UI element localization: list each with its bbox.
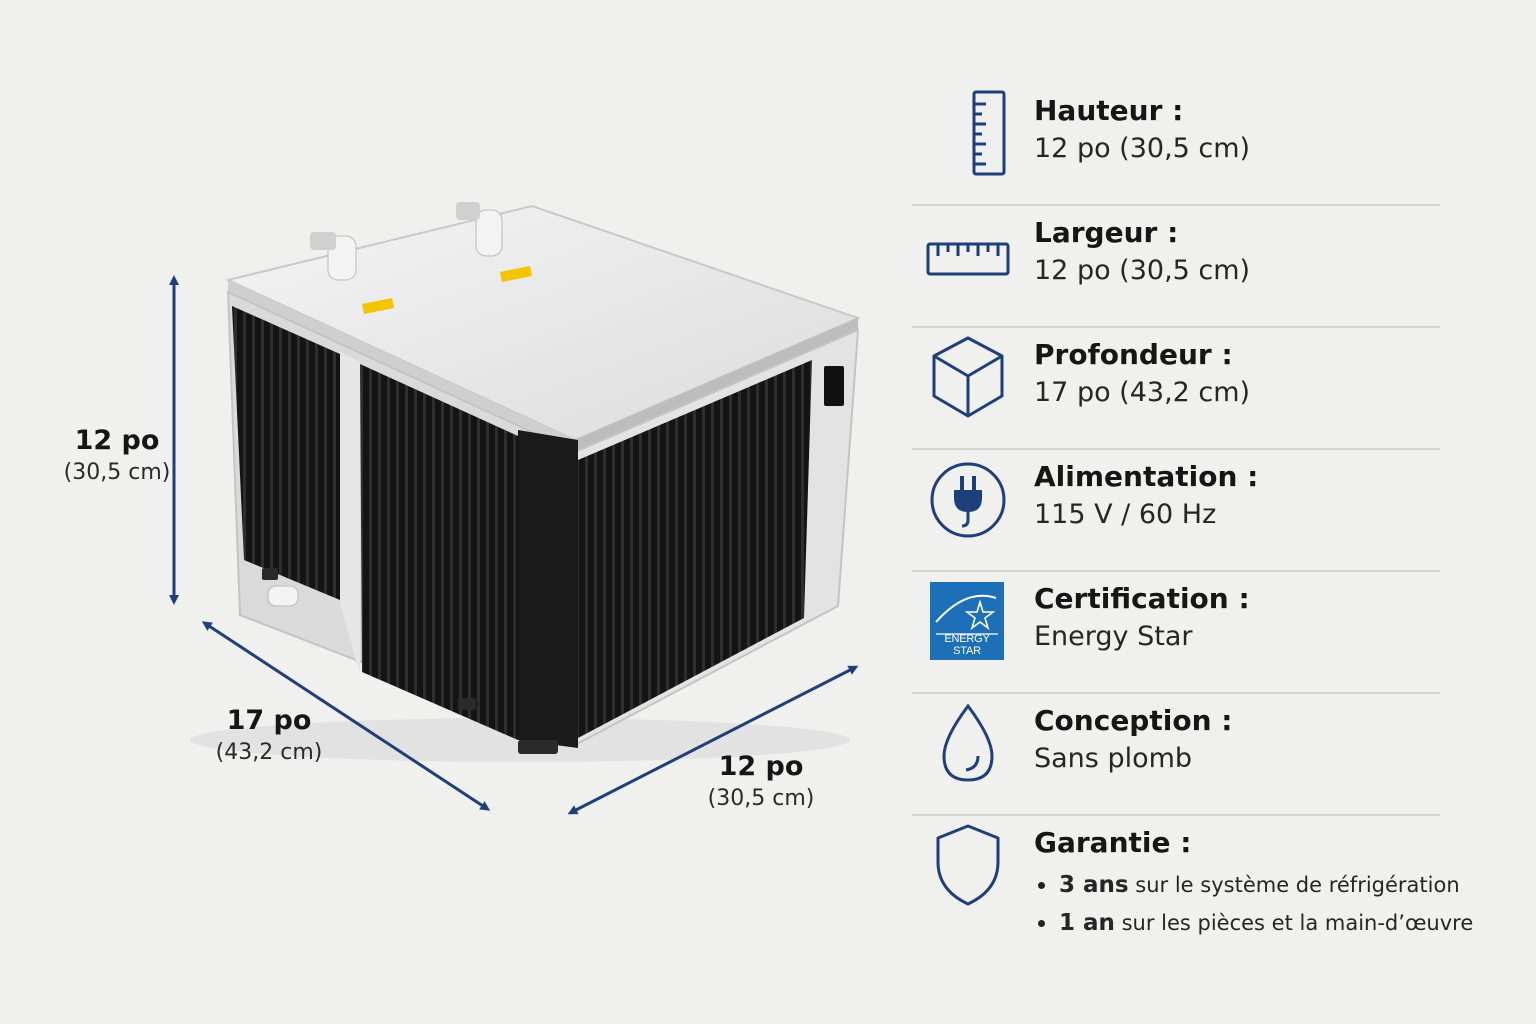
- height-dimension-sub: (30,5 cm): [63, 460, 171, 485]
- warranty-item: 3 ans sur le système de réfrigération: [1034, 866, 1473, 904]
- ruler-horizontal-icon: [926, 210, 1010, 300]
- spec-title-design: Conception :: [1034, 704, 1233, 737]
- warranty-item-text: sur les pièces et la main-d’œuvre: [1114, 911, 1474, 935]
- spec-value-design: Sans plomb: [1034, 743, 1193, 774]
- spec-title-warranty: Garantie :: [1034, 826, 1192, 859]
- height-dimension-label: 12 po (30,5 cm): [52, 424, 182, 488]
- shield-icon: [926, 820, 1010, 910]
- spec-value-power: 115 V / 60 Hz: [1034, 499, 1217, 530]
- spec-title-depth: Profondeur :: [1034, 338, 1233, 371]
- spec-value-height: 12 po (30,5 cm): [1034, 133, 1251, 164]
- warranty-item: 1 an sur les pièces et la main-d’œuvre: [1034, 904, 1473, 942]
- cube-icon: [926, 332, 1010, 422]
- spec-row-design: Conception : Sans plomb: [912, 694, 1440, 816]
- spec-title-width: Largeur :: [1034, 216, 1179, 249]
- depth-dimension-main: 17 po: [226, 705, 312, 736]
- height-dimension-main: 12 po: [74, 425, 160, 456]
- energy-star-logo-text: ENERGY STAR: [944, 633, 990, 657]
- width-dimension-label: 12 po (30,5 cm): [696, 750, 826, 814]
- spec-row-warranty: Garantie : 3 ans sur le système de réfri…: [912, 816, 1473, 976]
- energy-star-logo: ENERGY STAR: [930, 582, 1004, 660]
- plug-icon: [926, 454, 1010, 544]
- warranty-item-text: sur le système de réfrigération: [1128, 873, 1460, 897]
- warranty-item-duration: 3 ans: [1059, 872, 1129, 898]
- depth-dimension-sub: (43,2 cm): [215, 740, 323, 765]
- spec-title-power: Alimentation :: [1034, 460, 1259, 493]
- spec-list: Hauteur : 12 po (30,5 cm) Largeur : 12 p…: [912, 84, 1473, 976]
- spec-row-height: Hauteur : 12 po (30,5 cm): [912, 84, 1440, 206]
- warranty-list: 3 ans sur le système de réfrigération 1 …: [1034, 866, 1473, 942]
- ruler-vertical-icon: [926, 88, 1010, 178]
- spec-row-depth: Profondeur : 17 po (43,2 cm): [912, 328, 1440, 450]
- spec-title-height: Hauteur :: [1034, 94, 1184, 127]
- spec-row-width: Largeur : 12 po (30,5 cm): [912, 206, 1440, 328]
- water-drop-icon: [926, 698, 1010, 788]
- spec-row-certification: ENERGY STAR Certification : Energy Star: [912, 572, 1440, 694]
- spec-row-power: Alimentation : 115 V / 60 Hz: [912, 450, 1440, 572]
- spec-value-certification: Energy Star: [1034, 621, 1193, 652]
- width-dimension-arrow: [567, 665, 859, 815]
- width-dimension-main: 12 po: [718, 751, 804, 782]
- depth-dimension-label: 17 po (43,2 cm): [204, 704, 334, 768]
- width-dimension-sub: (30,5 cm): [707, 786, 815, 811]
- warranty-item-duration: 1 an: [1059, 910, 1115, 936]
- product-illustration: [169, 202, 861, 815]
- spec-title-certification: Certification :: [1034, 582, 1250, 615]
- depth-dimension-arrow: [201, 621, 491, 811]
- spec-value-width: 12 po (30,5 cm): [1034, 255, 1251, 286]
- spec-value-depth: 17 po (43,2 cm): [1034, 377, 1251, 408]
